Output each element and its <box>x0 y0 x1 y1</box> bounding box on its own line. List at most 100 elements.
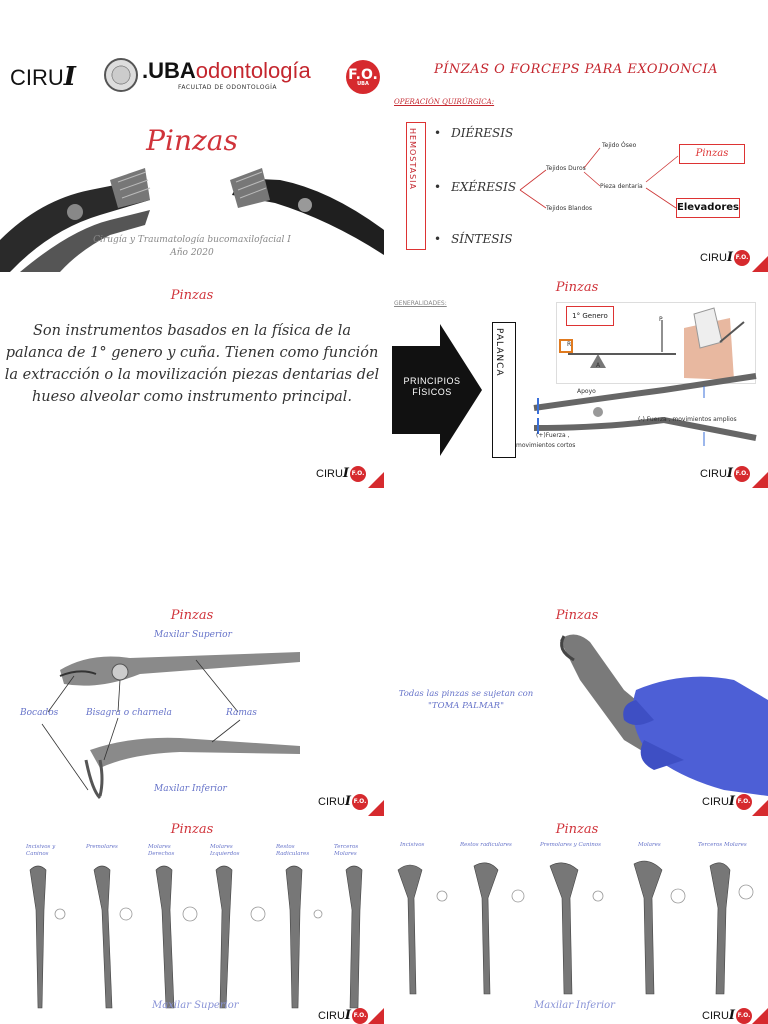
category-incisivos-caninos: Incisivos y Caninos <box>26 844 56 857</box>
definition-text: Son instrumentos basados en la física de… <box>4 323 380 405</box>
ciru-i: I <box>342 466 349 481</box>
node-pieza-dentaria: Pieza dentaria <box>600 183 643 190</box>
footer-fo-logo: F.O. <box>352 1008 368 1024</box>
ciru-text: CIRU <box>700 468 727 480</box>
node-tejido-oseo: Tejido Óseo <box>602 142 637 149</box>
category-restos-radiculares: Restos Radiculares <box>276 844 310 857</box>
fo-logo: F.O. UBA <box>346 60 380 94</box>
label-mas-fuerza: (+)Fuerza , <box>536 432 570 439</box>
forceps-photo <box>0 168 384 272</box>
uba-seal-icon <box>104 58 138 92</box>
ciru-text: CIRU <box>316 468 343 480</box>
logo-bar: CIRUI .UBAodontología FACULTAD DE ODONTO… <box>0 58 384 98</box>
slide-heading: Pinzas <box>555 280 599 295</box>
operation-label: OPERACIÓN QUIRÚRGICA: <box>394 98 495 106</box>
category-restos-radiculares: Restos radiculares <box>460 842 512 848</box>
label-bisagra: Bisagra o charnela <box>86 708 172 718</box>
fo-logo-sub: UBA <box>357 81 369 87</box>
lever-drawing <box>533 307 757 446</box>
uba-logo-subtitle: FACULTAD DE ODONTOLOGÍA <box>178 84 277 91</box>
ciru-text: CIRU <box>702 796 729 808</box>
category-premolares-caninos: Premolares y Caninos <box>540 842 601 848</box>
forceps-right-image <box>230 168 384 255</box>
ciru-text: CIRU <box>318 796 345 808</box>
label-menos-fuerza: (-) Fuerza , movimientos amplios <box>638 416 737 423</box>
ciru-i: I <box>728 794 735 809</box>
toma-palmar-text: Todas las pinzas se sujetan con "TOMA PA… <box>398 689 534 711</box>
slide-heading: Pinzas <box>555 608 599 623</box>
box-pinzas: Pinzas <box>679 144 745 164</box>
node-tejidos-duros: Tejidos Duros <box>546 165 586 172</box>
category-premolares: Premolares <box>86 844 118 850</box>
slide-toma-palmar: Pinzas Todas las pinzas se sujetan con "… <box>384 600 768 816</box>
node-tejidos-blandos: Tejidos Blandos <box>546 205 593 212</box>
ciru-i: I <box>726 250 733 265</box>
footer-fo-logo: F.O. <box>734 250 750 266</box>
footer-ciru-logo: CIRUI <box>702 1008 735 1023</box>
jaw-label: Maxilar Superior <box>152 1000 239 1011</box>
lower-forceps-row <box>397 860 754 995</box>
corner-accent <box>368 472 384 488</box>
hemostasia-box <box>406 122 426 250</box>
category-molares-derechos: Molares Derechos <box>148 844 175 857</box>
ciru-logo: CIRUI <box>10 62 76 92</box>
slide-heading: Pinzas <box>170 822 214 837</box>
corner-accent <box>752 1008 768 1024</box>
category-molares: Molares <box>638 842 661 848</box>
footer-ciru-logo: CIRUI <box>316 466 349 481</box>
exeresis-tree-lines <box>519 147 679 209</box>
ciru-text: CIRU <box>702 1010 729 1022</box>
course-name: Cirugía y Traumatología bucomaxilofacial… <box>93 235 291 245</box>
upper-forceps-row <box>29 865 363 1009</box>
principios-fisicos-label: PRINCIPIOS FÍSICOS <box>403 376 461 397</box>
lever-diagram <box>556 302 756 384</box>
palanca-box <box>492 322 516 458</box>
principios-arrow <box>392 324 482 456</box>
slide-anatomy: Pinzas Maxilar Superior Bocados Bisagra … <box>0 600 384 816</box>
corner-accent <box>752 800 768 816</box>
footer-ciru-logo: CIRUI <box>702 794 735 809</box>
label-p: P <box>659 316 663 323</box>
slide-subtitle: Cirugía y Traumatología bucomaxilofacial… <box>60 234 324 260</box>
footer-fo-logo: F.O. <box>736 1008 752 1024</box>
label-ramas: Ramas <box>226 708 257 718</box>
slide-forceps-exodoncia: PÍNZAS O FORCEPS PARA EXODONCIA OPERACIÓ… <box>384 40 768 272</box>
ciru-i: I <box>728 1008 735 1023</box>
slide-definition: Pinzas Son instrumentos basados en la fí… <box>0 278 384 488</box>
slide-heading: PÍNZAS O FORCEPS PARA EXODONCIA <box>433 62 719 77</box>
bullet-text: SÍNTESIS <box>451 232 513 246</box>
bullet-text: EXÉRESIS <box>451 180 517 194</box>
corner-accent <box>752 256 768 272</box>
footer-ciru-logo: CIRUI <box>318 1008 351 1023</box>
uba-odontologia-logo: .UBAodontología <box>142 58 311 84</box>
slide-title-text: Pinzas <box>146 124 238 157</box>
corner-accent <box>368 1008 384 1024</box>
footer-fo-logo: F.O. <box>350 466 366 482</box>
label-a: A <box>596 362 601 369</box>
slide-generalidades: Pinzas GENERALIDADES: PRINCIPIOS FÍSICOS… <box>384 278 768 488</box>
ciru-logo-text: CIRU <box>10 65 64 90</box>
box-elevadores: Elevadores <box>676 198 740 218</box>
slide-heading: Pinzas <box>170 288 214 303</box>
uba-logo-red: odontología <box>195 58 311 83</box>
generalidades-label: GENERALIDADES: <box>394 300 447 307</box>
label-bocados: Bocados <box>20 708 59 718</box>
label-maxilar-inferior: Maxilar Inferior <box>154 784 227 794</box>
footer-fo-logo: F.O. <box>734 466 750 482</box>
footer-ciru-logo: CIRUI <box>318 794 351 809</box>
forceps-anatomy-drawing <box>41 652 300 800</box>
slide-maxilar-inferior-forceps: Pinzas Incisivos Restos radiculares Prem… <box>384 818 768 1024</box>
course-year: Año 2020 <box>170 248 214 258</box>
jaw-label: Maxilar Inferior <box>534 1000 615 1011</box>
hemostasia-label: HEMOSTASIA <box>408 128 417 190</box>
ciru-i: I <box>726 466 733 481</box>
bullet-text: DIÉRESIS <box>451 126 514 140</box>
uba-logo-bold: .UBA <box>142 58 196 83</box>
label-r: R <box>567 341 572 348</box>
footer-fo-logo: F.O. <box>352 794 368 810</box>
slide-heading: Pinzas <box>555 822 599 837</box>
ciru-text: CIRU <box>318 1010 345 1022</box>
category-terceros-molares: Terceros Molares <box>698 842 747 848</box>
category-terceros-molares: Terceros Molares <box>334 844 359 857</box>
ciru-logo-i: I <box>63 62 76 92</box>
